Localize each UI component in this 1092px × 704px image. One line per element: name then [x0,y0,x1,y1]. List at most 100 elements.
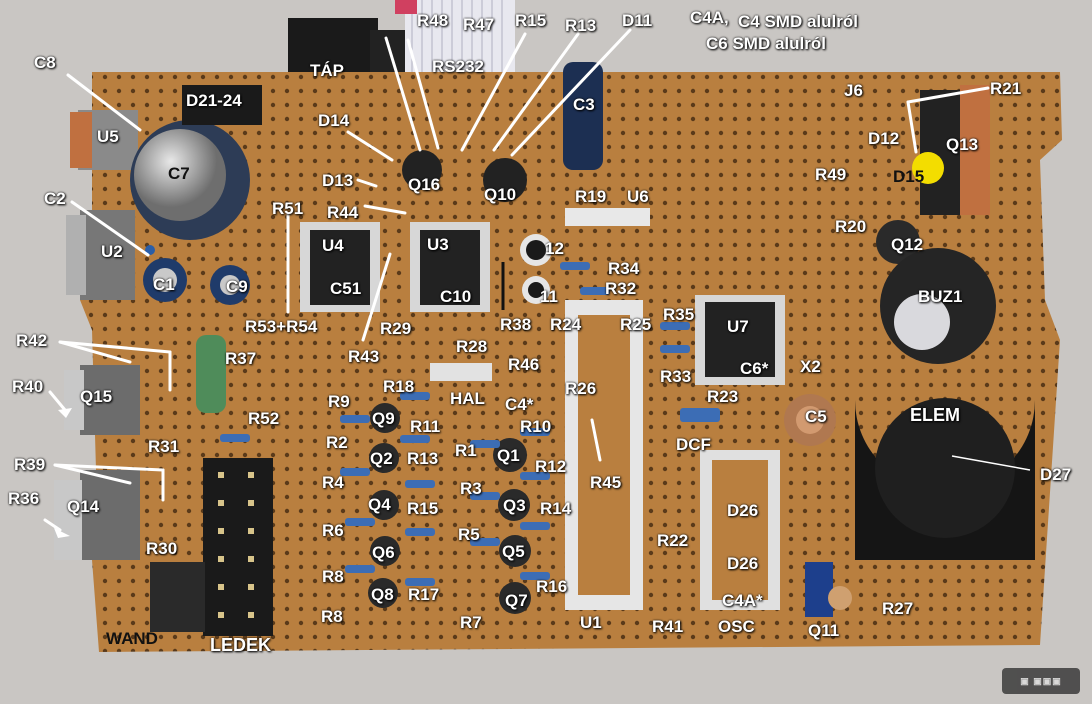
label-r47: R47 [463,15,495,34]
label-c4a-star: C4A* [722,591,763,610]
label-c10: C10 [440,287,472,306]
label-r4: R4 [322,473,344,492]
label-d21-24: D21-24 [186,91,242,110]
label-r6: R6 [322,521,344,540]
label-r31: R31 [148,437,180,456]
label-x2: X2 [800,357,821,376]
label-r30: R30 [146,539,178,558]
label-r42: R42 [16,331,48,350]
label-c5: C5 [805,407,827,426]
watermark-logo: ▣ ▣▣▣ [1002,668,1080,694]
label-d13: D13 [322,171,354,190]
label-c4-star: C4* [505,395,534,414]
label-r20: R20 [835,217,867,236]
note-c4a-prefix: C4A, [690,8,729,27]
label-rs232: RS232 [432,57,484,76]
label-c1: C1 [153,275,175,294]
label-r15-mid: R15 [407,499,439,518]
label-r2: R2 [326,433,348,452]
label-r9: R9 [328,392,350,411]
label-d11: D11 [622,11,653,30]
label-r48: R48 [417,11,449,30]
label-r49: R49 [815,165,847,184]
label-hal: HAL [450,389,485,408]
label-ledek: LEDEK [210,635,272,655]
label-d14: D14 [318,111,350,130]
label-r13-mid: R13 [407,449,439,468]
label-q16: Q16 [408,175,441,194]
label-r43: R43 [348,347,380,366]
label-r18: R18 [383,377,415,396]
note-c4-smd: C4 SMD alulról [738,12,858,31]
label-elem: ELEM [910,405,961,425]
label-r13-top: R13 [565,16,597,35]
note-c6-smd: C6 SMD alulról [706,34,826,53]
label-c12: 12 [545,239,564,258]
label-r29: R29 [380,319,412,338]
label-c11: 11 [540,287,558,306]
label-r10: R10 [520,417,552,436]
label-r40: R40 [12,377,44,396]
label-u6: U6 [627,187,649,206]
label-r17: R17 [408,585,440,604]
label-r12: R12 [535,457,567,476]
label-r8-top: R8 [322,567,344,586]
label-q6: Q6 [372,543,395,562]
label-q5: Q5 [502,542,525,561]
label-u2: U2 [101,242,123,261]
label-u4: U4 [322,236,344,255]
label-r5: R5 [458,525,480,544]
label-r3: R3 [460,479,482,498]
label-u5: U5 [97,127,119,146]
label-r35: R35 [663,305,695,324]
label-r25: R25 [620,315,652,334]
label-q15: Q15 [80,387,113,406]
label-r33: R33 [660,367,692,386]
label-r8-bottom: R8 [321,607,343,626]
label-q13: Q13 [946,135,979,154]
label-r1: R1 [455,441,477,460]
label-r46: R46 [508,355,540,374]
label-c3: C3 [573,95,595,114]
label-r39: R39 [14,455,46,474]
label-r21: R21 [990,79,1022,98]
label-dcf: DCF [676,435,711,454]
ledek-header [203,458,273,636]
label-r27: R27 [882,599,914,618]
label-r7: R7 [460,613,482,632]
label-d15: D15 [893,167,925,186]
label-q2: Q2 [370,449,393,468]
label-d27: D27 [1040,465,1072,484]
label-r28: R28 [456,337,488,356]
label-r19: R19 [575,187,607,206]
label-d26-bottom: D26 [727,554,759,573]
label-r41: R41 [652,617,684,636]
label-c2: C2 [44,189,66,208]
label-u3: U3 [427,235,449,254]
label-q12: Q12 [891,235,924,254]
label-r15-top: R15 [515,11,547,30]
label-r26: R26 [565,379,597,398]
d27-leader [951,455,1031,471]
label-r24: R24 [550,315,582,334]
label-r16: R16 [536,577,568,596]
label-c51: C51 [330,279,362,298]
label-r36: R36 [8,489,40,508]
label-r51: R51 [272,199,304,218]
label-q3: Q3 [503,496,526,515]
label-osc: OSC [718,617,755,636]
label-q11: Q11 [808,621,840,640]
label-c6-star: C6* [740,359,769,378]
label-d26-top: D26 [727,501,759,520]
label-j6: J6 [844,81,863,100]
label-r34: R34 [608,259,640,278]
label-r23: R23 [707,387,739,406]
label-q7: Q7 [505,591,528,610]
label-r45: R45 [590,473,622,492]
label-u1: U1 [580,613,602,632]
label-r53-r54: R53+R54 [245,317,318,336]
label-u7: U7 [727,317,749,336]
label-r22: R22 [657,531,689,550]
